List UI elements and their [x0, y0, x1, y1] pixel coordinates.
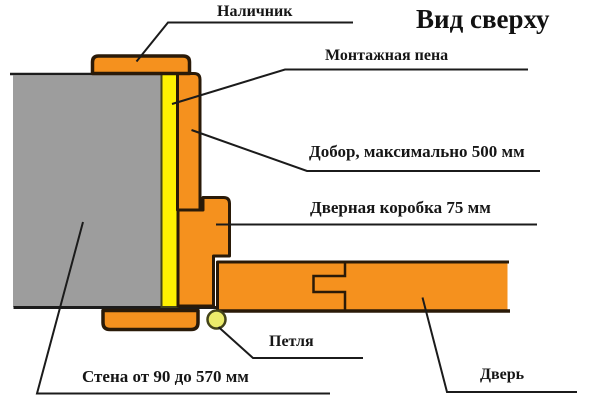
casing-bottom-shape	[101, 308, 200, 332]
label-frame: Дверная коробка 75 мм	[310, 198, 491, 217]
foam-strip	[160, 73, 179, 308]
label-casing: Наличник	[217, 3, 293, 20]
label-foam: Монтажная пена	[325, 47, 449, 64]
door-top-left-edge	[216, 260, 509, 311]
door-leaf-shape	[218, 263, 508, 310]
hinge-leader-line	[217, 326, 363, 359]
casing-leader-line	[135, 21, 353, 63]
label-wall: Стена от 90 до 570 мм	[82, 367, 249, 386]
wall-leader-line	[35, 221, 330, 395]
wall-shape	[13, 75, 162, 307]
extension-leader-line	[191, 129, 540, 172]
label-door: Дверь	[480, 366, 525, 383]
diagram-title: Вид сверху	[416, 4, 550, 34]
casing-top-shape	[90, 54, 192, 76]
hinge-circle	[206, 309, 227, 330]
extension-strip-shape	[176, 72, 202, 212]
label-extension: Добор, максимально 500 мм	[309, 142, 525, 161]
foam-leader-line	[171, 68, 528, 105]
door-leader-line	[421, 297, 577, 393]
label-hinge: Петля	[269, 333, 314, 350]
door-break-mark	[312, 263, 347, 310]
